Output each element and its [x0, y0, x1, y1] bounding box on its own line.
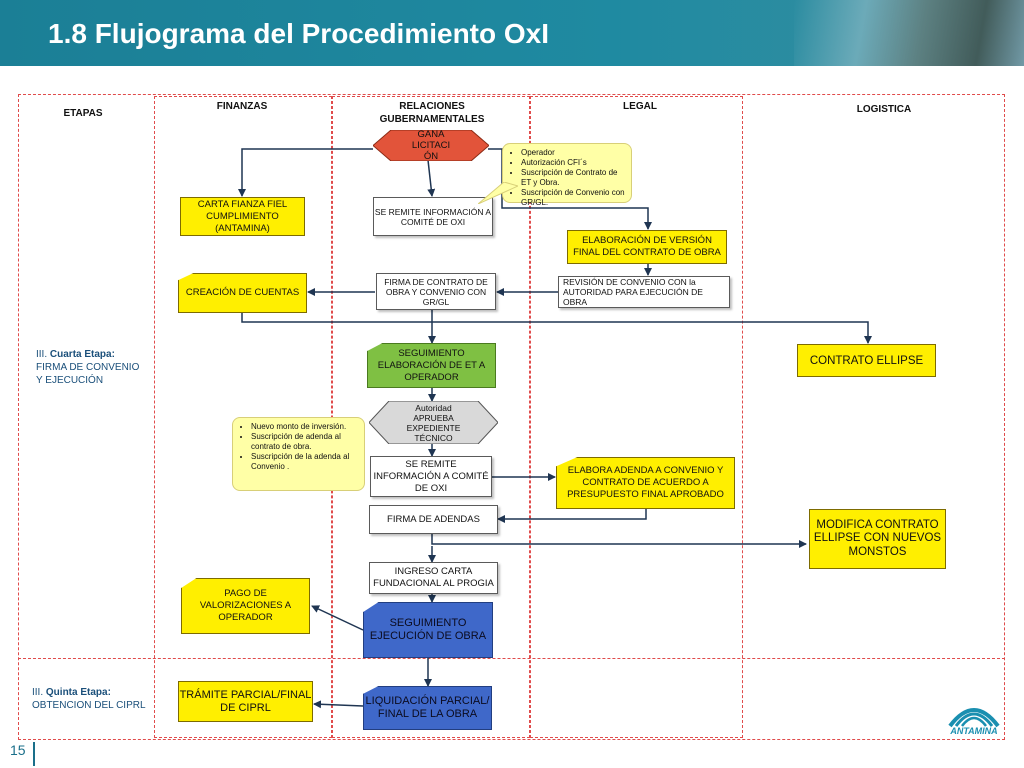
- lane-title-legal: LEGAL: [623, 101, 657, 112]
- node-pago-valorizaciones: PAGO DE VALORIZACIONES A OPERADOR: [181, 578, 310, 634]
- note-middle-list: Nuevo monto de inversión. Suscripción de…: [237, 422, 358, 472]
- note-middle: Nuevo monto de inversión. Suscripción de…: [232, 417, 365, 491]
- stage-quinta-title: Quinta Etapa:: [45, 687, 111, 698]
- stage-cuarta-desc1: FIRMA DE CONVENIO: [36, 362, 140, 373]
- note-middle-item: Suscripción de adenda al contrato de obr…: [251, 432, 358, 452]
- node-se-remite-1: SE REMITE INFORMACIÓN A COMITÉ DE OXI: [373, 197, 493, 236]
- note-top-item: Operador: [521, 148, 625, 158]
- node-ingreso-carta: INGRESO CARTA FUNDACIONAL AL PROGIA: [369, 562, 498, 594]
- note-top-item: Suscripción de Convenio con GR/GL.: [521, 188, 625, 208]
- lane-title-relaciones: RELACIONES GUBERNAMENTALES: [379, 101, 485, 125]
- node-liquidacion: LIQUIDACIÓN PARCIAL/ FINAL DE LA OBRA: [363, 686, 492, 730]
- node-creacion-cuentas: CREACIÓN DE CUENTAS: [178, 273, 307, 313]
- node-modifica-ellipse: MODIFICA CONTRATO ELLIPSE CON NUEVOS MON…: [809, 509, 946, 569]
- node-firma-contrato: FIRMA DE CONTRATO DE OBRA Y CONVENIO CON…: [376, 273, 496, 310]
- lane-title-logistica: LOGISTICA: [856, 104, 912, 115]
- node-autoridad-aprueba: Autoridad APRUEBA EXPEDIENTE TÉCNICO: [369, 401, 498, 444]
- node-tramite-ciprl: TRÁMITE PARCIAL/FINAL DE CIPRL: [178, 681, 313, 722]
- lane-legal-frame: [530, 96, 743, 738]
- arrow-obra-to-pago: [311, 605, 364, 631]
- arrow-gana-to-carta: [238, 148, 373, 197]
- node-elaboracion-version: ELABORACIÓN DE VERSIÓN FINAL DEL CONTRAT…: [567, 230, 727, 264]
- node-se-remite-2: SE REMITE INFORMACIÓN A COMITÉ DE OXI: [370, 456, 492, 497]
- antamina-logo-icon: [948, 708, 1000, 728]
- note-middle-item: Suscripción de la adenda al Convenio .: [251, 452, 358, 472]
- node-elabora-adenda: ELABORA ADENDA A CONVENIO Y CONTRATO DE …: [556, 457, 735, 509]
- note-top: Operador Autorización CFI´s Suscripción …: [502, 143, 632, 207]
- stage-cuarta-desc2: Y EJECUCIÓN: [36, 375, 104, 386]
- node-seguimiento-obra: SEGUIMIENTO EJECUCIÓN DE OBRA: [363, 602, 493, 658]
- node-contrato-ellipse: CONTRATO ELLIPSE: [797, 344, 936, 377]
- node-seguimiento-et: SEGUIMIENTO ELABORACIÓN DE ET A OPERADOR: [367, 343, 496, 388]
- header-mine-photo: [794, 0, 1024, 66]
- antamina-logo-text: ANTAMINA: [950, 726, 998, 736]
- node-autoridad-label: Autoridad APRUEBA EXPEDIENTE TÉCNICO: [406, 402, 461, 443]
- autoridad-hexagon-shape: [369, 401, 498, 444]
- arrow-creacion-to-ellipse: [241, 313, 872, 344]
- arrow-adenda-to-firmaadendas: [497, 509, 647, 523]
- note-middle-item: Nuevo monto de inversión.: [251, 422, 358, 432]
- arrow-gana-to-elaboracion: [488, 148, 652, 230]
- page-number: 15: [10, 742, 26, 758]
- arrow-firmaadendas-to-modifica: [431, 534, 807, 548]
- page-number-divider: [33, 742, 35, 766]
- node-carta-fianza: CARTA FIANZA FIEL CUMPLIMIENTO (ANTAMINA…: [180, 197, 305, 236]
- stage-cuarta: III. Cuarta Etapa: FIRMA DE CONVENIO Y E…: [36, 348, 148, 387]
- note-top-item: Suscripción de Contrato de ET y Obra.: [521, 168, 625, 188]
- stage-cuarta-num: III.: [36, 349, 48, 360]
- slide-header: 1.8 Flujograma del Procedimiento OxI: [0, 0, 1024, 66]
- note-top-list: Operador Autorización CFI´s Suscripción …: [507, 148, 625, 208]
- node-gana-label: GANA LICITACI ÓN: [411, 130, 451, 161]
- lane-title-finanzas: FINANZAS: [216, 101, 268, 112]
- node-revision-convenio: REVISIÓN DE CONVENIO CON la AUTORIDAD PA…: [558, 276, 730, 308]
- stage-divider: [18, 658, 1005, 659]
- note-top-pointer: [478, 182, 518, 204]
- gana-hexagon-shape: [373, 130, 489, 161]
- arrow-liquidacion-to-tramite: [313, 700, 364, 709]
- stage-quinta: III. Quinta Etapa: OBTENCION DEL CIPRL: [32, 686, 148, 712]
- node-firma-adendas: FIRMA DE ADENDAS: [369, 505, 498, 534]
- stage-cuarta-title: Cuarta Etapa:: [49, 349, 115, 360]
- lane-title-etapas: ETAPAS: [63, 108, 103, 119]
- stage-quinta-num: III.: [32, 687, 44, 698]
- node-gana-licitacion: GANA LICITACI ÓN: [373, 130, 489, 161]
- slide-title: 1.8 Flujograma del Procedimiento OxI: [48, 18, 550, 49]
- note-top-item: Autorización CFI´s: [521, 158, 625, 168]
- arrow-gana-to-remite: [427, 159, 436, 197]
- diagram-outer-frame: [18, 94, 1005, 740]
- stage-quinta-desc: OBTENCION DEL CIPRL: [32, 700, 146, 711]
